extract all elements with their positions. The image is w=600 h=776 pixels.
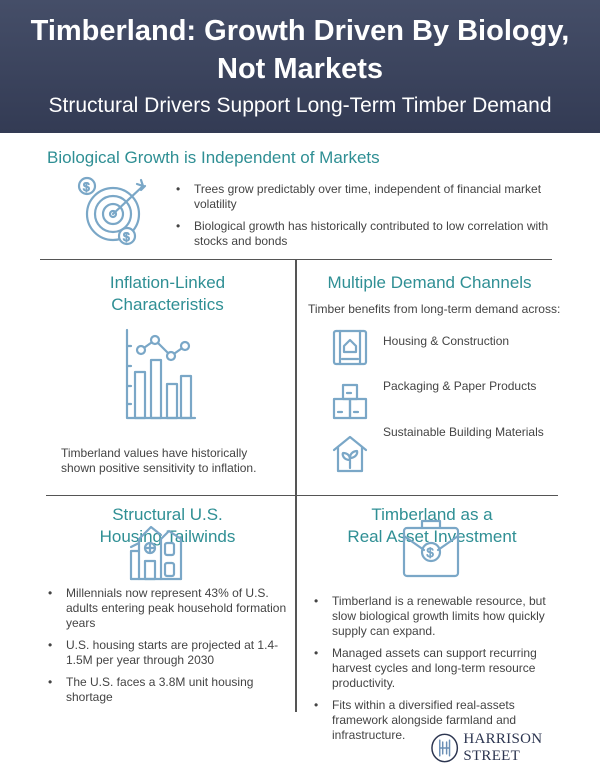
real-asset-bullets: Timberland is a renewable resource, but … xyxy=(310,594,572,750)
divider-middle xyxy=(46,495,558,496)
bullet-item: Millennials now represent 43% of U.S. ad… xyxy=(44,586,294,631)
bullet-item: U.S. housing starts are projected at 1.4… xyxy=(44,638,294,668)
bullet-item: The U.S. faces a 3.8M unit housing short… xyxy=(44,675,294,705)
blueprint-house-icon xyxy=(332,329,368,366)
heading-line: Structural U.S. xyxy=(112,505,223,524)
demand-item-packaging: Packaging & Paper Products xyxy=(383,379,537,393)
demand-item-housing: Housing & Construction xyxy=(383,334,510,348)
inflation-heading: Inflation-Linked Characteristics xyxy=(40,272,295,316)
bullet-item: Managed assets can support recurring har… xyxy=(310,646,572,691)
heading-line: Housing Tailwinds xyxy=(99,527,236,546)
heading-line: Inflation-Linked xyxy=(109,273,226,292)
real-asset-heading: Timberland as a Real Asset Investment xyxy=(297,504,567,548)
divider-vertical xyxy=(295,259,297,712)
bullet-item: Fits within a diversified real-assets fr… xyxy=(310,698,572,743)
house-sprout-icon xyxy=(332,435,368,473)
bullet-item: Biological growth has historically contr… xyxy=(172,219,562,249)
heading-line: Characteristics xyxy=(111,295,224,314)
housing-heading: Structural U.S. Housing Tailwinds xyxy=(40,504,295,548)
biological-heading: Biological Growth is Independent of Mark… xyxy=(47,148,380,167)
bar-line-chart-icon xyxy=(125,328,197,420)
boxes-icon xyxy=(332,383,368,420)
svg-text:$: $ xyxy=(83,180,90,194)
townhouse-icon xyxy=(129,525,183,581)
svg-text:$: $ xyxy=(123,230,130,244)
svg-text:$: $ xyxy=(427,545,435,560)
housing-bullets: Millennials now represent 43% of U.S. ad… xyxy=(44,586,294,712)
target-dollar-icon: $ $ xyxy=(77,176,147,246)
page-subtitle: Structural Drivers Support Long-Term Tim… xyxy=(48,94,552,117)
harrison-street-logo: HARRISON STREET xyxy=(430,731,600,765)
demand-intro: Timber benefits from long-term demand ac… xyxy=(308,302,561,316)
title-line-1: Timberland: Growth Driven By Biology, xyxy=(30,15,570,47)
page-title: Timberland: Growth Driven By Biology, No… xyxy=(0,12,600,88)
heading-line: Real Asset Investment xyxy=(347,527,517,546)
bullet-item: Timberland is a renewable resource, but … xyxy=(310,594,572,639)
heading-line: Timberland as a xyxy=(371,505,493,524)
header-banner: Timberland: Growth Driven By Biology, No… xyxy=(0,0,600,133)
demand-heading: Multiple Demand Channels xyxy=(327,273,532,292)
inflation-text: Timberland values have historically show… xyxy=(61,446,257,475)
demand-item-sustainable: Sustainable Building Materials xyxy=(383,425,544,439)
logo-mark-icon xyxy=(431,733,459,763)
title-line-2: Not Markets xyxy=(217,53,383,85)
bullet-item: Trees grow predictably over time, indepe… xyxy=(172,182,562,212)
briefcase-dollar-icon: $ xyxy=(402,519,460,578)
logo-text: HARRISON STREET xyxy=(463,731,543,764)
biological-bullets: Trees grow predictably over time, indepe… xyxy=(172,182,562,256)
